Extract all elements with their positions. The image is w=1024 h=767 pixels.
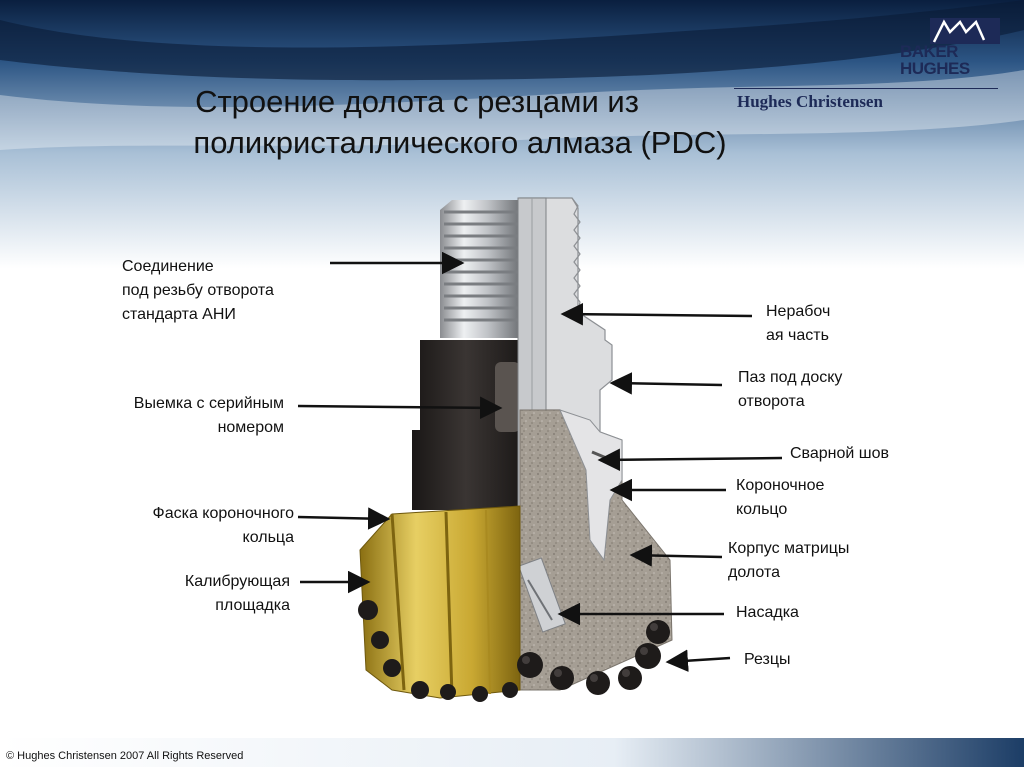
label-cutters: Резцы xyxy=(744,651,791,668)
label-non-working: Нерабоч ая часть xyxy=(766,303,831,344)
leader-arrows xyxy=(297,251,783,672)
label-serial-recess: Выемка с серийным номером xyxy=(133,395,284,436)
label-crown-ring: Короночное кольцо xyxy=(736,477,825,518)
label-nozzle: Насадка xyxy=(736,604,799,621)
label-weld: Сварной шов xyxy=(790,445,890,462)
page-title-line1: Строение долота с резцами из xyxy=(195,84,639,119)
copyright-text: © Hughes Christensen 2007 All Rights Res… xyxy=(6,750,244,762)
label-matrix-body: Корпус матрицы долота xyxy=(728,540,850,581)
label-connection: Соединение под резьбу отворота стандарта… xyxy=(122,258,274,323)
threaded-pin xyxy=(440,200,520,338)
serial-recess xyxy=(495,362,520,432)
label-crown-chamfer: Фаска короночного кольца xyxy=(152,505,294,546)
brand-divider xyxy=(734,88,998,89)
logo-line2: HUGHES xyxy=(900,59,970,78)
page-title-line2: поликристаллического алмаза (PDC) xyxy=(193,125,727,160)
shank-body xyxy=(412,340,520,510)
label-gauge-pad: Калибрующая площадка xyxy=(184,573,290,614)
company-name: Hughes Christensen xyxy=(737,92,883,111)
logo-line1: BAKER xyxy=(900,42,958,61)
baker-hughes-logo-icon xyxy=(930,18,1000,44)
label-breaker-slot: Паз под доску отворота xyxy=(738,369,843,410)
nozzle xyxy=(518,557,566,633)
cutters-left xyxy=(358,600,518,702)
